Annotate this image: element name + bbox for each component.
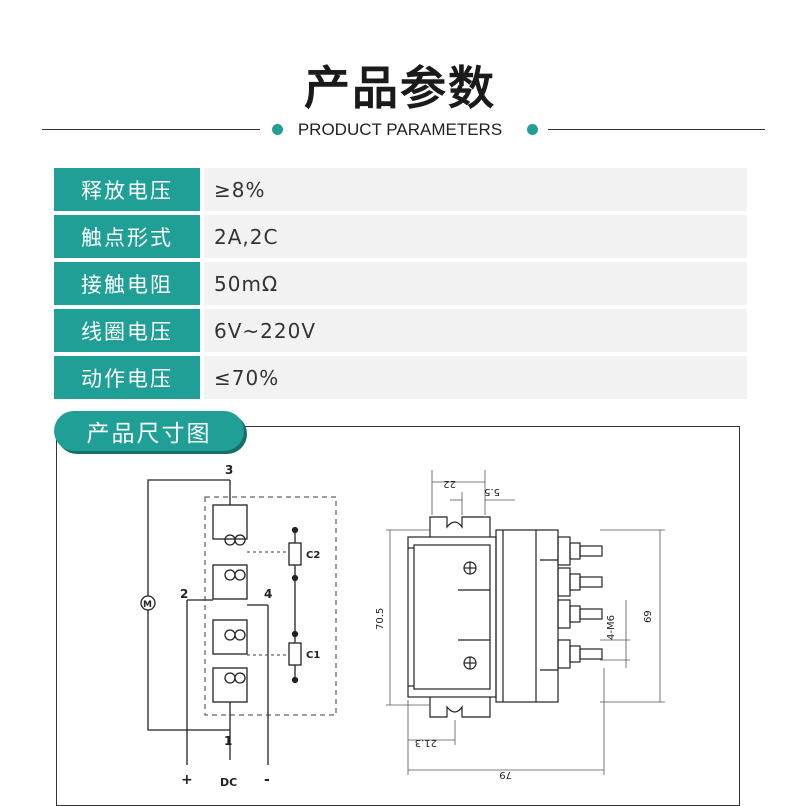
minus-label: - — [264, 772, 270, 788]
dim-5-5-label: 5.5 — [484, 486, 500, 497]
terminal-3-label: 3 — [225, 463, 233, 477]
dim-69-label: 69 — [643, 610, 654, 623]
parameter-table: 释放电压 ≥8% 触点形式 2A,2C 接触电阻 50mΩ 线圈电压 6V~22… — [54, 168, 747, 403]
param-label: 接触电阻 — [54, 262, 200, 305]
page-title: 产品参数 — [304, 61, 496, 115]
coil-label: M — [143, 600, 152, 610]
subtitle: PRODUCT PARAMETERS — [297, 120, 503, 139]
param-label: 线圈电压 — [54, 309, 200, 352]
circuit-labels: 3 2 4 1 M C2 C1 + DC - — [143, 463, 320, 789]
dim-22-label: 22 — [443, 478, 456, 489]
param-value: ≥8% — [204, 168, 747, 211]
dim-79-label: 79 — [499, 769, 512, 780]
subtitle-right-line — [548, 129, 765, 130]
plus-label: + — [181, 772, 193, 788]
param-row: 动作电压 ≤70% — [54, 356, 747, 399]
param-label: 释放电压 — [54, 168, 200, 211]
param-row: 释放电压 ≥8% — [54, 168, 747, 211]
param-row: 接触电阻 50mΩ — [54, 262, 747, 305]
dimension-lines — [386, 470, 665, 775]
dc-label: DC — [220, 776, 237, 789]
subtitle-right-dot — [527, 124, 538, 135]
param-value: 2A,2C — [204, 215, 747, 258]
cap-c1-label: C1 — [306, 650, 320, 661]
param-value: ≤70% — [204, 356, 747, 399]
terminal-1-label: 1 — [224, 734, 232, 748]
param-label: 动作电压 — [54, 356, 200, 399]
dim-21-3-label: 21.3 — [415, 737, 437, 748]
subtitle-left-line — [42, 129, 260, 130]
terminal-2-label: 2 — [180, 587, 188, 601]
param-label: 触点形式 — [54, 215, 200, 258]
dim-70-5-label: 70.5 — [375, 608, 386, 630]
subtitle-left-dot — [272, 124, 283, 135]
param-row: 触点形式 2A,2C — [54, 215, 747, 258]
cap-c2-label: C2 — [306, 550, 320, 561]
param-value: 50mΩ — [204, 262, 747, 305]
mechanical-drawing — [407, 516, 603, 718]
param-row: 线圈电压 6V~220V — [54, 309, 747, 352]
param-value: 6V~220V — [204, 309, 747, 352]
dim-4m6-label: 4-M6 — [606, 615, 617, 640]
terminal-4-label: 4 — [264, 587, 272, 601]
section-title-dimensions: 产品尺寸图 — [54, 411, 244, 451]
dimension-labels: 22 5.5 70.5 69 4-M6 21.3 79 — [375, 478, 654, 780]
circuit-diagram — [140, 479, 337, 765]
